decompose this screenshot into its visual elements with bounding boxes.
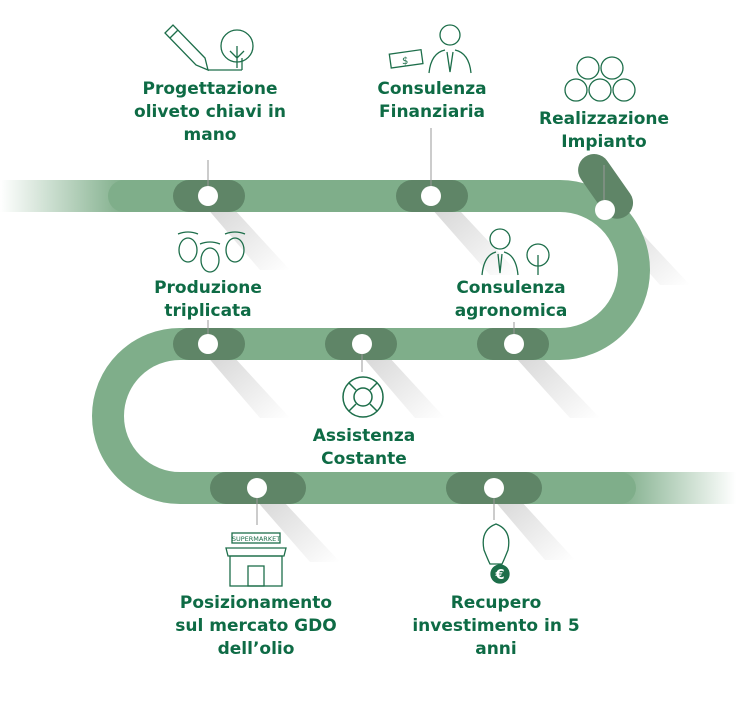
olives-icon [177,231,246,273]
step-label-progettazione: Progettazione oliveto chiavi in mano [134,78,286,147]
label-line: Assistenza [312,426,416,446]
pencil-tree-icon [164,24,254,72]
label-line: agronomica [454,301,568,321]
label-line: oliveto chiavi in [134,102,286,122]
label-line: Recupero [450,593,542,613]
label-line: mano [183,125,237,145]
svg-text:SUPERMARKET: SUPERMARKET [232,535,280,543]
label-line: sul mercato GDO [175,616,337,636]
step-label-posizionamento: Posizionamento sul mercato GDO dell’olio [175,592,336,661]
lifebuoy-icon [342,376,384,418]
label-line: Consulenza [456,278,566,298]
step-nodes [198,186,615,498]
consultant-money-icon: $ [388,24,472,74]
label-line: Progettazione [142,79,278,99]
svg-text:€: € [494,568,504,583]
label-line: dell’olio [217,639,295,659]
supermarket-icon: SUPERMARKET [225,532,287,587]
label-line: Realizzazione [538,109,670,129]
step-label-produzione: Produzione triplicata [154,277,262,323]
label-line: Consulenza [377,79,487,99]
consultant-tree-icon [481,228,550,276]
label-line: investimento in 5 [412,616,580,636]
svg-text:$: $ [402,56,408,67]
label-line: Costante [321,449,407,469]
label-line: Posizionamento [179,593,333,613]
step-label-consulenza-agronomica: Consulenza agronomica [455,277,568,323]
lightbulb-euro-icon: € [482,523,510,584]
trees-icon [564,56,636,102]
label-line: Produzione [154,278,262,298]
step-label-recupero: Recupero investimento in 5 anni [412,592,579,661]
label-line: Impianto [561,132,647,152]
label-line: anni [475,639,517,659]
label-line: triplicata [164,301,252,321]
label-line: Finanziaria [379,102,485,122]
